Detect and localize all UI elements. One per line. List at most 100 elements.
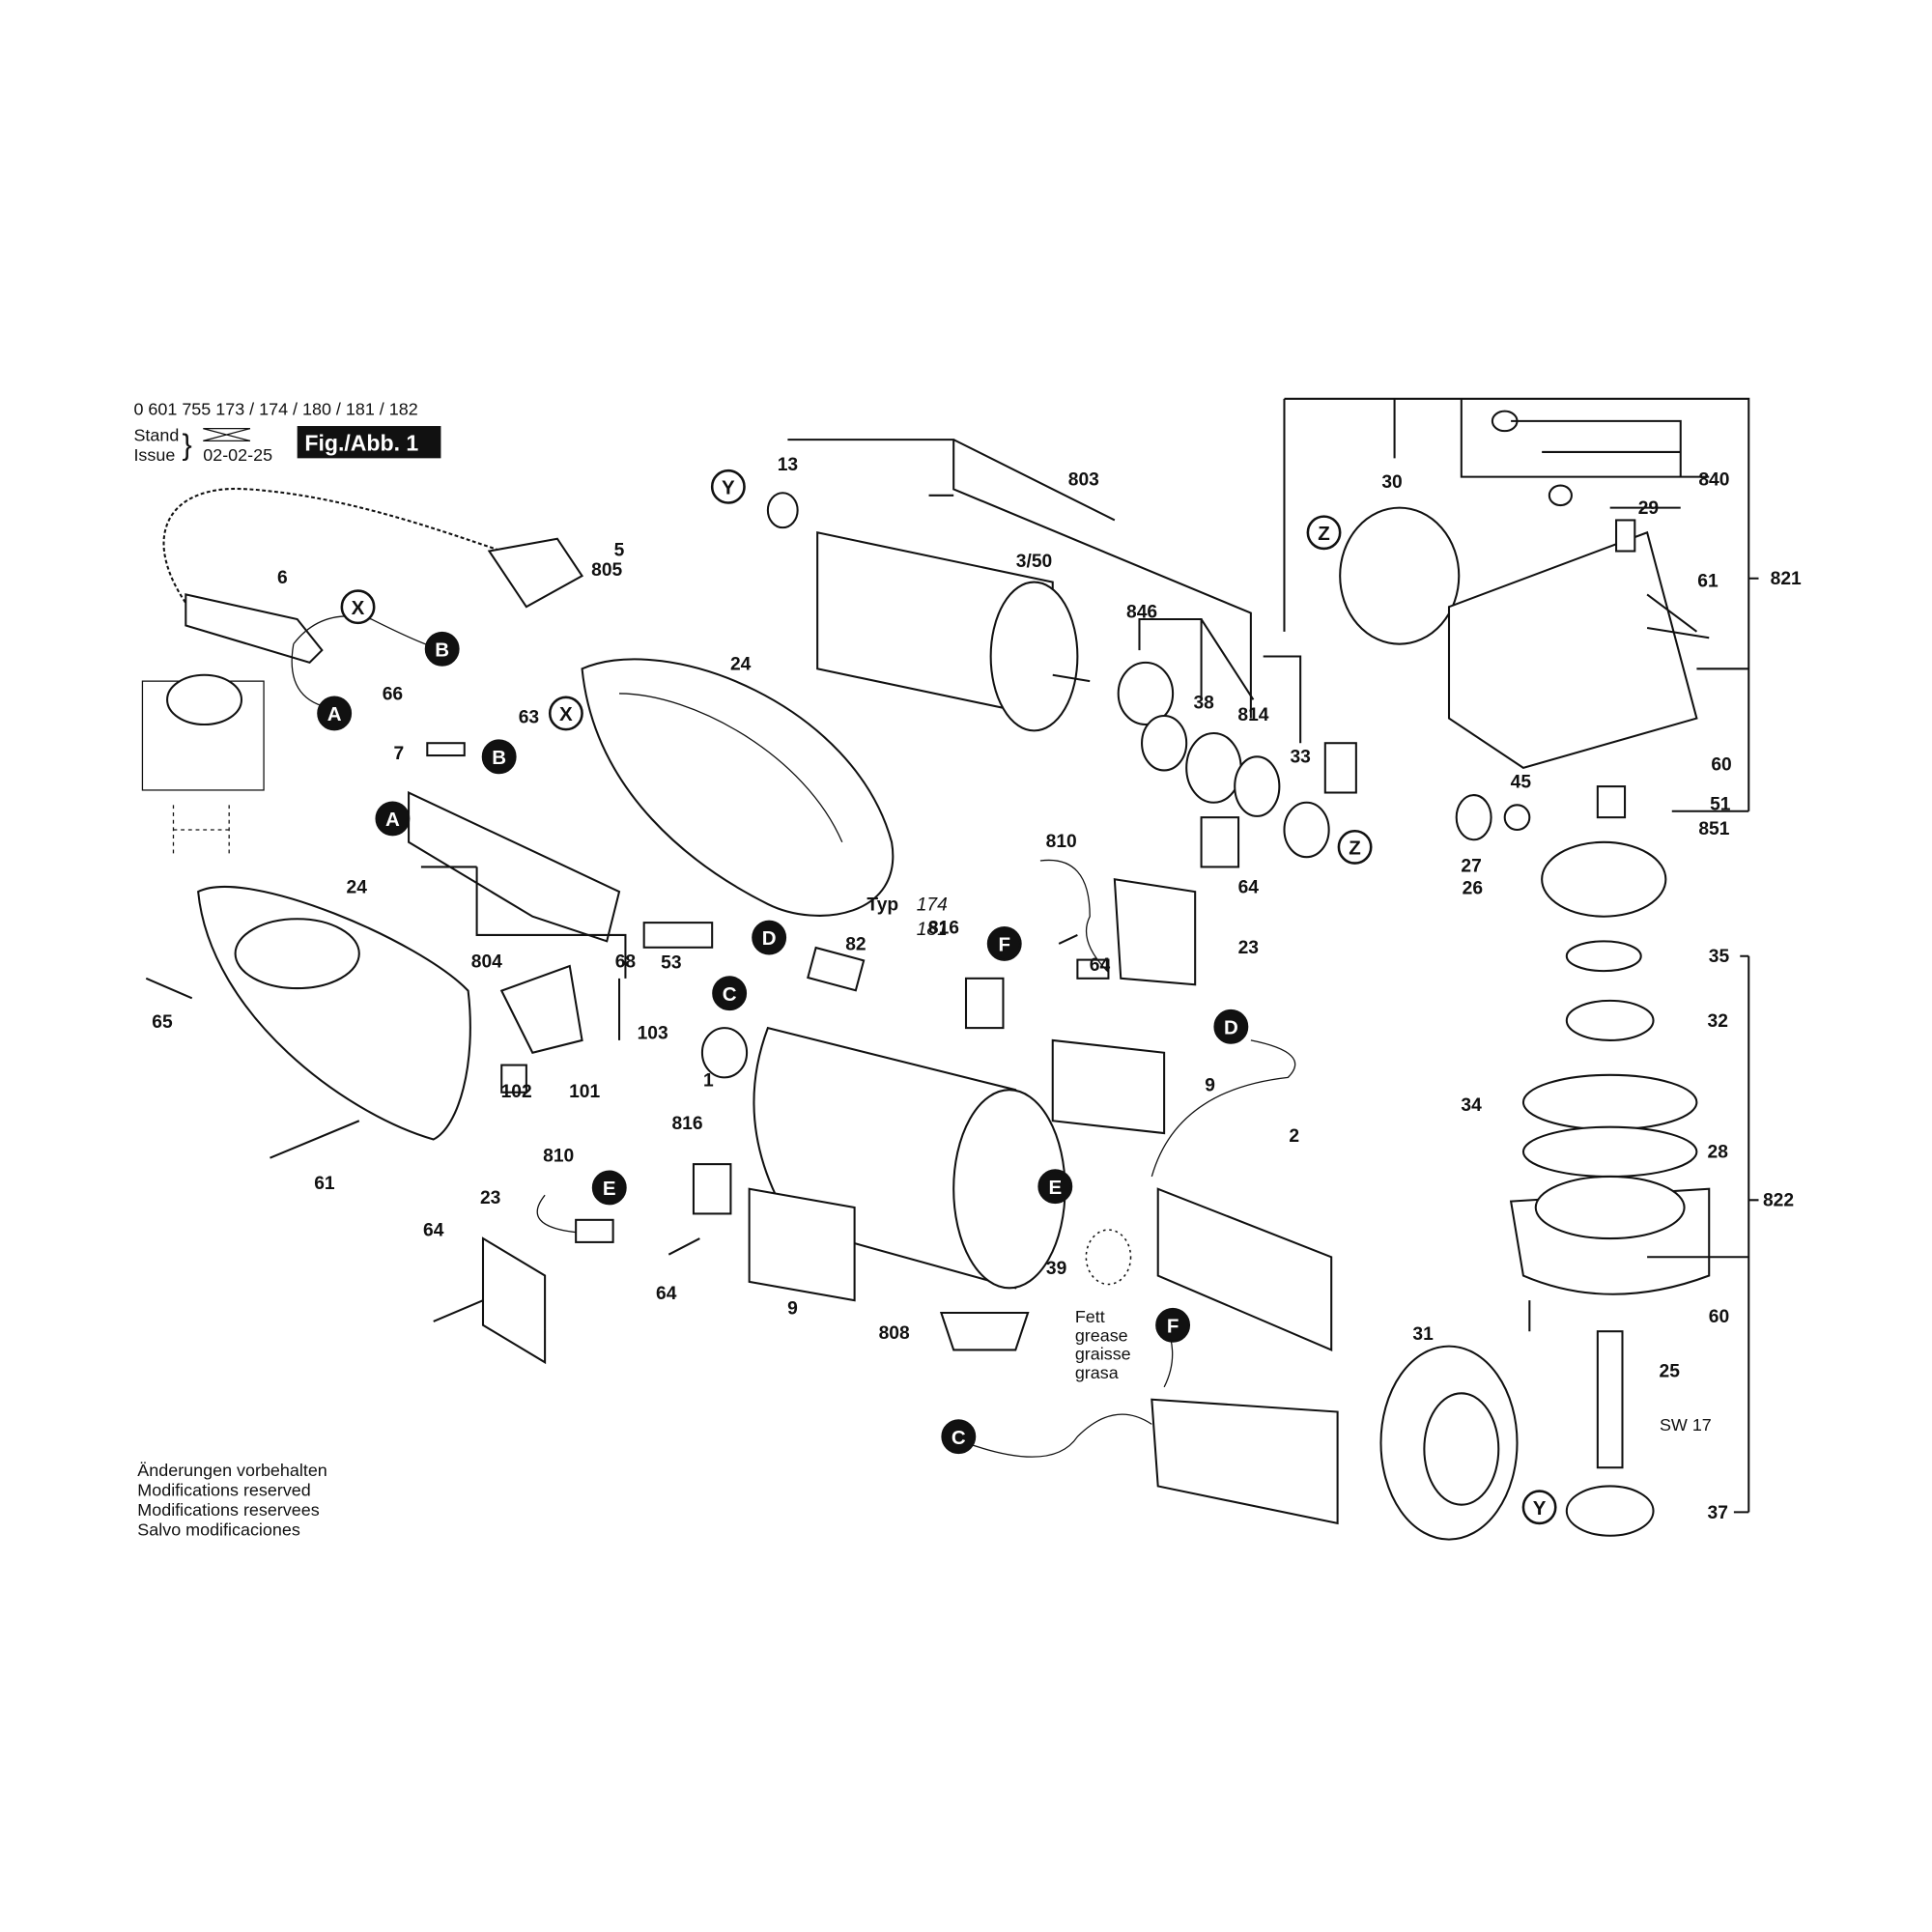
marker-letter: A bbox=[385, 809, 400, 831]
part-callout: 60 bbox=[1711, 754, 1731, 775]
connector-marker: A bbox=[375, 801, 411, 837]
marker-circle bbox=[591, 1170, 627, 1206]
part-callout: 38 bbox=[1193, 693, 1214, 713]
footer-notice: Änderungen vorbehalten Modifications res… bbox=[137, 1461, 327, 1540]
marker-circle bbox=[548, 696, 583, 731]
marker-letter: E bbox=[603, 1178, 616, 1200]
part-callout: 2 bbox=[1289, 1126, 1299, 1147]
part-callout: 9 bbox=[1205, 1075, 1215, 1095]
part-callout: 60 bbox=[1709, 1307, 1729, 1327]
part-callout: 814 bbox=[1237, 705, 1268, 725]
part-callout: 101 bbox=[569, 1082, 600, 1102]
footer-line-de: Änderungen vorbehalten bbox=[137, 1461, 327, 1480]
part-callout: 35 bbox=[1709, 947, 1730, 967]
part-callout: 5 bbox=[614, 541, 625, 561]
part-callout: 30 bbox=[1381, 472, 1402, 493]
part-callout: 32 bbox=[1708, 1011, 1728, 1032]
part-callout: 23 bbox=[1238, 938, 1259, 958]
connector-marker: E bbox=[1037, 1169, 1073, 1205]
grease-note-de: Fett bbox=[1075, 1307, 1105, 1326]
footer-line-es: Salvo modificaciones bbox=[137, 1520, 300, 1540]
type-note: Typ 174 181 bbox=[867, 895, 947, 940]
part-callout: 61 bbox=[314, 1174, 335, 1194]
marker-letter: D bbox=[1224, 1017, 1238, 1039]
part-callout: 28 bbox=[1708, 1143, 1729, 1163]
part-callout: 34 bbox=[1461, 1095, 1482, 1116]
marker-circle bbox=[941, 1419, 977, 1455]
issue-label: Issue bbox=[133, 445, 175, 465]
part-callout: 846 bbox=[1126, 603, 1157, 623]
part-callout: 821 bbox=[1771, 569, 1802, 589]
connector-marker: Z bbox=[1306, 515, 1342, 551]
part-callout: 3/50 bbox=[1016, 552, 1052, 572]
marker-letter: E bbox=[1048, 1177, 1062, 1199]
marker-circle bbox=[375, 801, 411, 837]
marker-circle bbox=[424, 631, 460, 667]
marker-letter: Z bbox=[1318, 523, 1330, 545]
connector-marker: Y bbox=[1521, 1490, 1557, 1525]
connector-marker: F bbox=[986, 925, 1022, 961]
footer-line-fr: Modifications reservees bbox=[137, 1500, 319, 1520]
figure-label: Fig./Abb. 1 bbox=[304, 431, 418, 456]
part-callout: 1 bbox=[703, 1070, 714, 1091]
part-callout: 816 bbox=[671, 1114, 702, 1134]
connector-marker: F bbox=[1155, 1307, 1191, 1343]
part-callout: 29 bbox=[1638, 498, 1659, 519]
marker-letter: D bbox=[762, 927, 777, 950]
connector-marker: E bbox=[591, 1170, 627, 1206]
marker-circle bbox=[1337, 829, 1373, 865]
marker-letter: Y bbox=[1533, 1497, 1547, 1520]
part-callout: 822 bbox=[1763, 1191, 1794, 1211]
part-callout: 51 bbox=[1710, 794, 1731, 814]
part-callout: 9 bbox=[787, 1298, 798, 1319]
part-callout: 64 bbox=[423, 1220, 444, 1240]
type-value-181: 181 bbox=[917, 920, 948, 940]
connector-marker: X bbox=[340, 589, 376, 625]
part-callout: 26 bbox=[1463, 879, 1483, 899]
brace: } bbox=[182, 428, 191, 462]
model-numbers: 0 601 755 173 / 174 / 180 / 181 / 182 bbox=[133, 399, 417, 418]
connector-marker: A bbox=[317, 696, 353, 731]
part-callout: 27 bbox=[1461, 857, 1481, 877]
part-callout: 64 bbox=[656, 1284, 677, 1304]
part-callout: 810 bbox=[1046, 832, 1077, 852]
part-callout: 33 bbox=[1290, 748, 1310, 768]
grease-note-es: grasa bbox=[1075, 1363, 1119, 1382]
stand-label: Stand bbox=[133, 425, 179, 444]
marker-circle bbox=[340, 589, 376, 625]
connector-marker: C bbox=[941, 1419, 977, 1455]
part-callout: SW 17 bbox=[1660, 1415, 1712, 1435]
part-callout: 851 bbox=[1698, 819, 1729, 839]
marker-circle bbox=[481, 739, 517, 775]
marker-circle bbox=[1037, 1169, 1073, 1205]
part-callout: 13 bbox=[778, 455, 798, 475]
part-callout: 45 bbox=[1511, 772, 1532, 792]
marker-letter: B bbox=[492, 747, 506, 769]
part-callout: 63 bbox=[519, 708, 539, 728]
part-callout: 6 bbox=[277, 568, 288, 588]
part-callout: 808 bbox=[879, 1323, 910, 1344]
part-callout: 68 bbox=[615, 952, 637, 972]
connector-marker: X bbox=[548, 696, 583, 731]
part-callout: 82 bbox=[845, 934, 866, 954]
part-callout: 25 bbox=[1660, 1362, 1681, 1382]
connector-marker: C bbox=[712, 976, 748, 1011]
marker-letter: B bbox=[435, 639, 449, 661]
crossed-out-stand-stamp bbox=[203, 427, 251, 442]
part-callout: 102 bbox=[501, 1082, 532, 1102]
part-callout: 66 bbox=[383, 684, 403, 704]
marker-letter: A bbox=[327, 703, 342, 725]
part-callout: 24 bbox=[730, 655, 752, 675]
marker-circle bbox=[1521, 1490, 1557, 1525]
marker-letter: Y bbox=[722, 477, 735, 499]
part-callout: 39 bbox=[1046, 1259, 1066, 1279]
part-callout: 61 bbox=[1697, 572, 1719, 592]
marker-circle bbox=[1306, 515, 1342, 551]
marker-letter: C bbox=[952, 1427, 966, 1449]
footer-line-en: Modifications reserved bbox=[137, 1481, 310, 1500]
part-callout: 64 bbox=[1090, 955, 1111, 976]
marker-circle bbox=[712, 976, 748, 1011]
